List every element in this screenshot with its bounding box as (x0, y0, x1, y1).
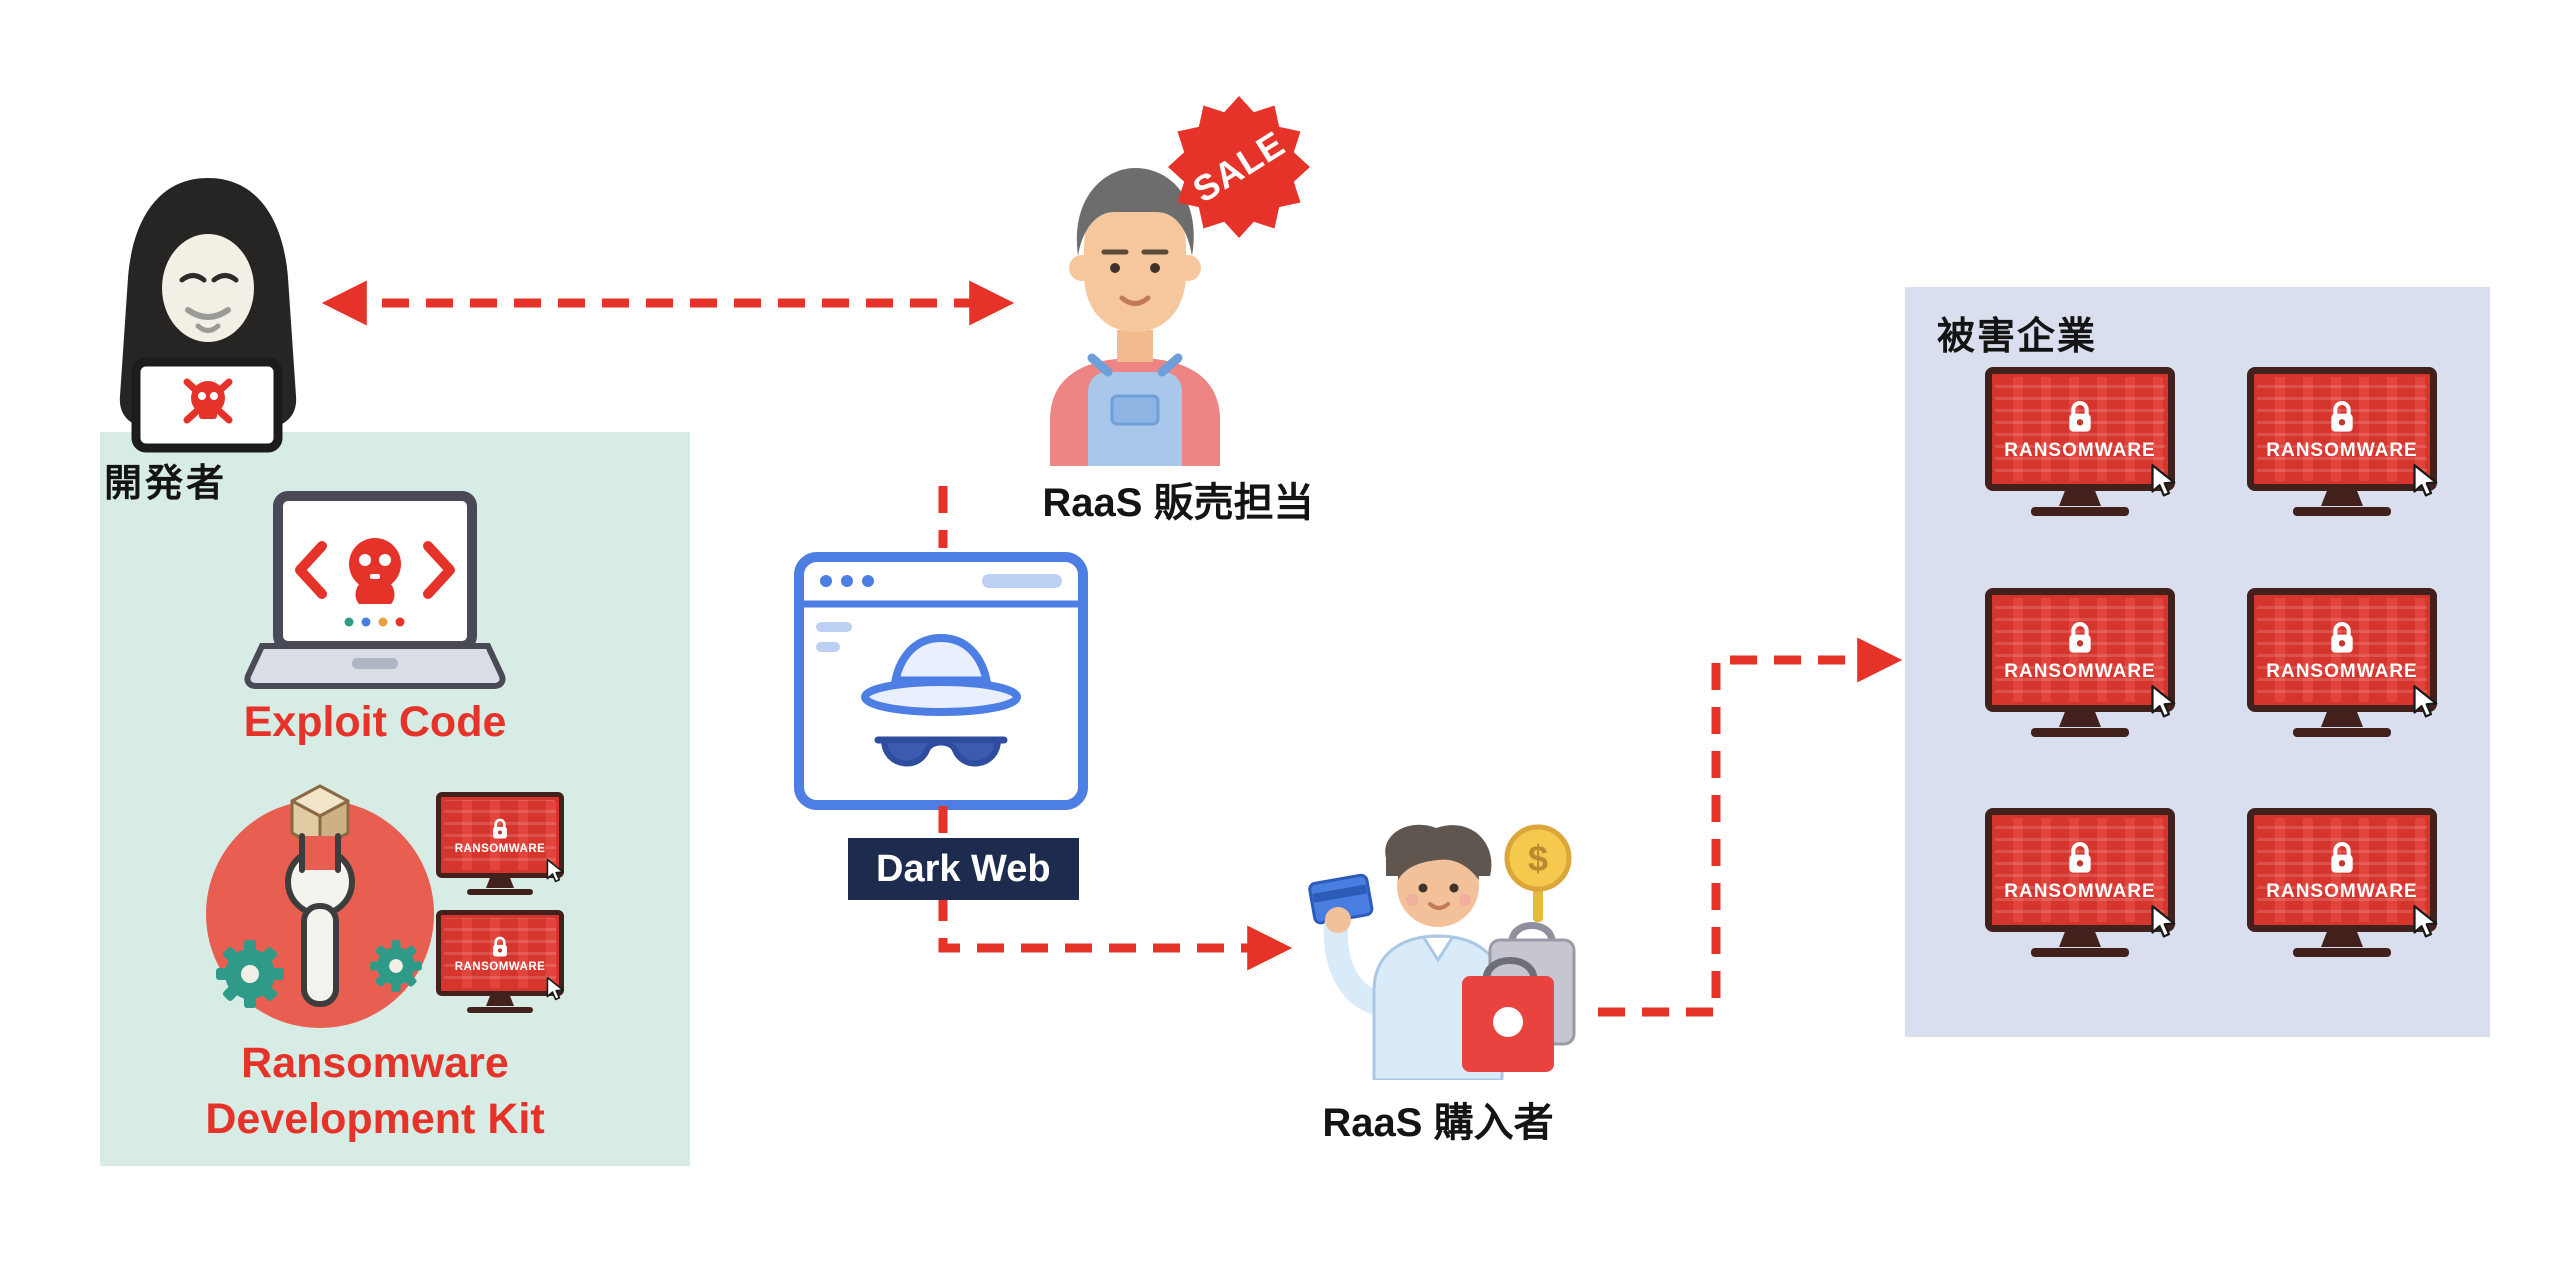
monitor-screen-label: RANSOMWARE (454, 960, 546, 973)
dollar-sign: $ (1528, 838, 1548, 879)
lock-icon (2331, 621, 2353, 653)
monitor-base (467, 889, 533, 895)
ransomware-monitor: RANSOMWARE (436, 910, 564, 1013)
ransomware-monitor: RANSOMWARE (436, 792, 564, 895)
gear-icon (370, 940, 422, 992)
darkweb-label-text: Dark Web (876, 847, 1051, 890)
gear-icon (216, 940, 284, 1008)
shopping-bag-icon (1462, 957, 1554, 1072)
cursor-icon (2151, 685, 2176, 718)
cursor-icon (2151, 464, 2176, 497)
ransomware-monitor: RANSOMWARE (1985, 367, 2176, 516)
monitor-screen: RANSOMWARE (1985, 808, 2176, 938)
darkweb-browser-icon (794, 552, 1088, 810)
buyer-victims-arrow (1598, 637, 1903, 1017)
monitor-screen-label: RANSOMWARE (2266, 660, 2418, 682)
cursor-icon (2413, 464, 2438, 497)
monitor-screen-label: RANSOMWARE (2004, 660, 2156, 682)
wrench-icon (285, 833, 355, 1007)
monitor-base (2293, 507, 2391, 516)
ransomware-monitor: RANSOMWARE (2247, 588, 2438, 737)
monitor-stand (486, 996, 514, 1006)
cursor-icon (546, 976, 564, 1001)
victims-label: 被害企業 (1937, 316, 2098, 358)
monitor-screen: RANSOMWARE (1985, 367, 2176, 497)
monitor-stand (486, 878, 514, 888)
monitor-screen-label: RANSOMWARE (2266, 439, 2418, 461)
monitor-screen-label: RANSOMWARE (2004, 439, 2156, 461)
monitor-stand (2321, 712, 2363, 727)
lock-icon (493, 818, 507, 839)
monitor-screen-label: RANSOMWARE (2266, 880, 2418, 902)
lock-icon (2331, 400, 2353, 432)
buyer-label: RaaS 購入者 (1322, 1101, 1554, 1145)
lock-icon (2069, 400, 2091, 432)
lock-icon (2331, 841, 2353, 873)
ransomware-monitor: RANSOMWARE (2247, 808, 2438, 957)
exploit-laptop-icon (244, 491, 506, 689)
monitor-stand (2059, 491, 2101, 506)
raas-buyer-icon: $ (1308, 824, 1576, 1080)
monitor-base (2031, 948, 2129, 957)
monitor-screen: RANSOMWARE (1985, 588, 2176, 718)
ransomware-monitor: RANSOMWARE (1985, 588, 2176, 737)
monitor-base (2031, 507, 2129, 516)
lock-icon (2069, 621, 2091, 653)
monitor-screen: RANSOMWARE (436, 910, 564, 1001)
monitor-stand (2321, 491, 2363, 506)
lock-icon (2069, 841, 2091, 873)
monitor-screen: RANSOMWARE (436, 792, 564, 883)
darkweb-label: Dark Web (848, 838, 1079, 900)
raas-seller-icon (1050, 168, 1220, 466)
seller-label: RaaS 販売担当 (1042, 481, 1314, 525)
devkit-label-line1: Ransomware (241, 1039, 509, 1087)
monitor-base (2293, 948, 2391, 957)
monitor-screen-label: RANSOMWARE (454, 842, 546, 855)
victims-panel: 被害企業 RANSOMWARE (1905, 287, 2490, 1037)
lock-icon (493, 936, 507, 957)
exploit-code-label: Exploit Code (243, 698, 507, 746)
monitor-screen: RANSOMWARE (2247, 808, 2438, 938)
cursor-icon (2413, 905, 2438, 938)
ransomware-monitor: RANSOMWARE (2247, 367, 2438, 516)
ransomware-monitor: RANSOMWARE (1985, 808, 2176, 957)
sale-badge-label: SALE (1185, 122, 1292, 211)
monitor-base (2293, 728, 2391, 737)
monitor-screen: RANSOMWARE (2247, 367, 2438, 497)
devkit-label: Ransomware Development Kit (105, 1036, 645, 1148)
monitor-stand (2059, 712, 2101, 727)
hooded-hacker-icon (119, 178, 297, 453)
developer-label: 開発者 (104, 463, 228, 505)
spy-icon (861, 634, 1021, 767)
monitor-base (467, 1007, 533, 1013)
cursor-icon (2151, 905, 2176, 938)
monitor-stand (2321, 932, 2363, 947)
monitor-base (2031, 728, 2129, 737)
skull-icon (183, 378, 233, 424)
dollar-coin-icon: $ (1504, 824, 1572, 922)
monitor-screen: RANSOMWARE (2247, 588, 2438, 718)
monitor-screen-label: RANSOMWARE (2004, 880, 2156, 902)
devkit-label-line2: Development Kit (205, 1094, 545, 1143)
devkit-icon (206, 784, 434, 1028)
monitor-stand (2059, 932, 2101, 947)
skull-icon (349, 538, 401, 604)
cursor-icon (2413, 685, 2438, 718)
cursor-icon (546, 858, 564, 883)
